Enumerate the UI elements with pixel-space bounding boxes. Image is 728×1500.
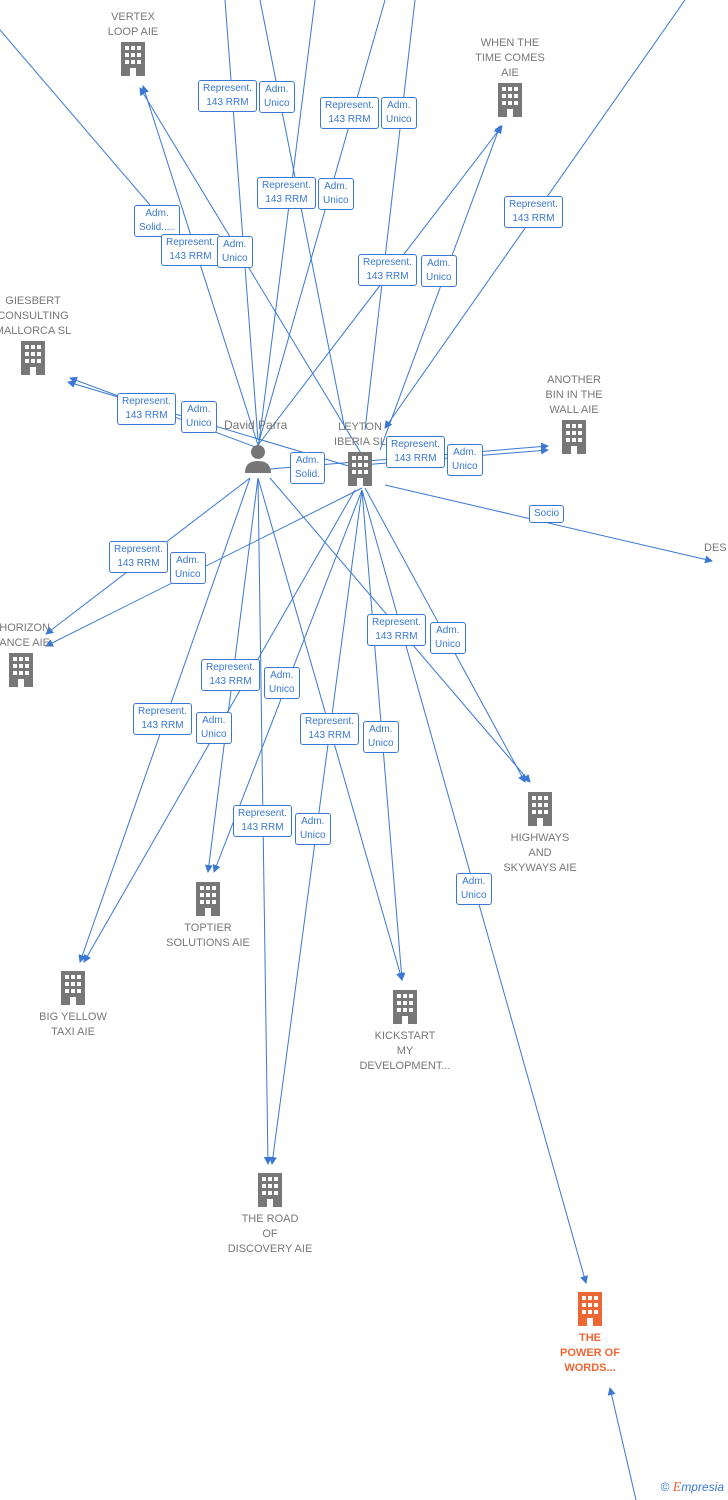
edge-label-adm-unico[interactable]: Adm. Unico bbox=[456, 873, 492, 905]
edge-line bbox=[379, 125, 502, 451]
node-label: THE POWER OF WORDS... bbox=[560, 1332, 620, 1374]
building-icon bbox=[18, 339, 48, 380]
person-name: David Parra bbox=[224, 418, 288, 432]
node-when-time-comes[interactable]: WHEN THE TIME COMES AIE bbox=[465, 36, 555, 122]
edge-label-adm-unico[interactable]: Adm. Unico bbox=[217, 236, 253, 268]
node-label: ANOTHER BIN IN THE WALL AIE bbox=[545, 374, 603, 416]
edge-line bbox=[364, 0, 416, 431]
node-label: GIESBERT CONSULTING MALLORCA SL bbox=[0, 295, 72, 337]
edge-line bbox=[139, 87, 363, 456]
node-label: HORIZON FINANCE AIE bbox=[0, 622, 50, 649]
node-kickstart-my-development[interactable]: KICKSTART MY DEVELOPMENT... bbox=[355, 988, 455, 1074]
node-label: THE ROAD OF DISCOVERY AIE bbox=[227, 1213, 313, 1255]
edge-label-adm-unico[interactable]: Adm. Unico bbox=[170, 552, 206, 584]
node-leyton-iberia[interactable]: LEYTON IBERIA SL bbox=[320, 420, 400, 491]
node-label: WHEN THE TIME COMES AIE bbox=[475, 37, 545, 79]
node-label: LEYTON IBERIA SL bbox=[334, 421, 386, 448]
node-label: KICKSTART MY DEVELOPMENT... bbox=[359, 1030, 451, 1072]
edge-line bbox=[257, 0, 386, 446]
building-icon bbox=[345, 450, 375, 491]
node-road-of-discovery[interactable]: THE ROAD OF DISCOVERY AIE bbox=[215, 1171, 325, 1257]
node-big-yellow-taxi[interactable]: BIG YELLOW TAXI AIE bbox=[28, 969, 118, 1040]
edge-label-adm-unico[interactable]: Adm. Unico bbox=[363, 721, 399, 753]
node-label: BIG YELLOW TAXI AIE bbox=[39, 1011, 107, 1038]
edge-line bbox=[257, 0, 316, 451]
edge-label-represent[interactable]: Represent. 143 RRM bbox=[300, 713, 359, 745]
copyright-brand: © Empresia bbox=[661, 1480, 724, 1496]
edge-label-adm-solid[interactable]: Adm. Solid..... bbox=[134, 205, 181, 237]
node-label: DES bbox=[704, 542, 727, 554]
edge-label-adm-unico[interactable]: Adm. Unico bbox=[421, 255, 457, 287]
node-highways-skyways[interactable]: HIGHWAYS AND SKYWAYS AIE bbox=[495, 790, 585, 876]
person-icon bbox=[242, 442, 274, 479]
edge-label-adm-unico[interactable]: Adm. Unico bbox=[430, 622, 466, 654]
building-icon bbox=[58, 969, 88, 1010]
edge-label-adm-unico[interactable]: Adm. Unico bbox=[381, 97, 417, 129]
building-icon bbox=[390, 988, 420, 1029]
edge-line bbox=[259, 0, 346, 431]
edge-label-represent[interactable]: Represent. 143 RRM bbox=[320, 97, 379, 129]
edge-label-adm-unico[interactable]: Adm. Unico bbox=[295, 813, 331, 845]
building-icon bbox=[495, 81, 525, 122]
node-vertex-loop[interactable]: VERTEX LOOP AIE bbox=[93, 10, 173, 81]
edge-label-represent[interactable]: Represent. 143 RRM bbox=[257, 177, 316, 209]
edge-line bbox=[0, 29, 151, 206]
edge-label-represent[interactable]: Represent. 143 RRM bbox=[117, 393, 176, 425]
edge-label-adm-unico[interactable]: Adm. Unico bbox=[259, 81, 295, 113]
node-label: VERTEX LOOP AIE bbox=[107, 11, 159, 38]
building-icon bbox=[255, 1171, 285, 1212]
edge-label-represent[interactable]: Represent. 143 RRM bbox=[198, 80, 257, 112]
edge-label-represent[interactable]: Represent. 143 RRM bbox=[109, 541, 168, 573]
node-label: HIGHWAYS AND SKYWAYS AIE bbox=[503, 832, 577, 874]
building-icon bbox=[559, 418, 589, 459]
edge-label-socio[interactable]: Socio bbox=[529, 505, 565, 523]
edge-label-represent[interactable]: Represent. 143 RRM bbox=[358, 254, 417, 286]
edge-line bbox=[384, 484, 713, 564]
copyright-symbol: © bbox=[660, 1480, 670, 1494]
node-power-of-words[interactable]: THE POWER OF WORDS... bbox=[545, 1290, 635, 1376]
edge-line bbox=[607, 1387, 637, 1500]
edge-label-represent[interactable]: Represent. 143 RRM bbox=[161, 234, 220, 266]
brand-initial: E bbox=[672, 1480, 682, 1495]
building-icon bbox=[525, 790, 555, 831]
building-icon-main bbox=[575, 1290, 605, 1331]
node-giesbert-consulting[interactable]: GIESBERT CONSULTING MALLORCA SL bbox=[0, 294, 76, 380]
edge-label-represent[interactable]: Represent. 143 RRM bbox=[367, 614, 426, 646]
edge-label-adm-unico[interactable]: Adm. Unico bbox=[447, 444, 483, 476]
edges bbox=[0, 0, 713, 1500]
brand-name: mpresia bbox=[681, 1480, 724, 1494]
node-person-david-parra[interactable] bbox=[240, 442, 276, 479]
edge-label-adm-unico[interactable]: Adm. Unico bbox=[181, 401, 217, 433]
node-horizon-finance[interactable]: HORIZON FINANCE AIE bbox=[0, 621, 50, 692]
building-icon bbox=[193, 880, 223, 921]
building-icon bbox=[118, 40, 148, 81]
node-des-partial[interactable]: DES bbox=[704, 541, 728, 556]
edge-label-adm-unico[interactable]: Adm. Unico bbox=[196, 712, 232, 744]
edge-line bbox=[224, 0, 259, 441]
edge-label-adm-unico[interactable]: Adm. Unico bbox=[318, 178, 354, 210]
node-another-bin-in-the-wall[interactable]: ANOTHER BIN IN THE WALL AIE bbox=[534, 373, 614, 459]
building-icon bbox=[6, 651, 36, 692]
edge-label-represent[interactable]: Represent. 143 RRM bbox=[386, 436, 445, 468]
edge-label-represent[interactable]: Represent. 143 RRM bbox=[233, 805, 292, 837]
edge-label-represent[interactable]: Represent. 143 RRM bbox=[201, 659, 260, 691]
node-label: TOPTIER SOLUTIONS AIE bbox=[166, 922, 250, 949]
edge-label-represent[interactable]: Represent. 143 RRM bbox=[133, 703, 192, 735]
edge-label-adm-unico[interactable]: Adm. Unico bbox=[264, 667, 300, 699]
edge-label-represent[interactable]: Represent. 143 RRM bbox=[504, 196, 563, 228]
node-toptier-solutions[interactable]: TOPTIER SOLUTIONS AIE bbox=[158, 880, 258, 951]
edge-label-adm-solid[interactable]: Adm. Solid. bbox=[290, 452, 326, 484]
